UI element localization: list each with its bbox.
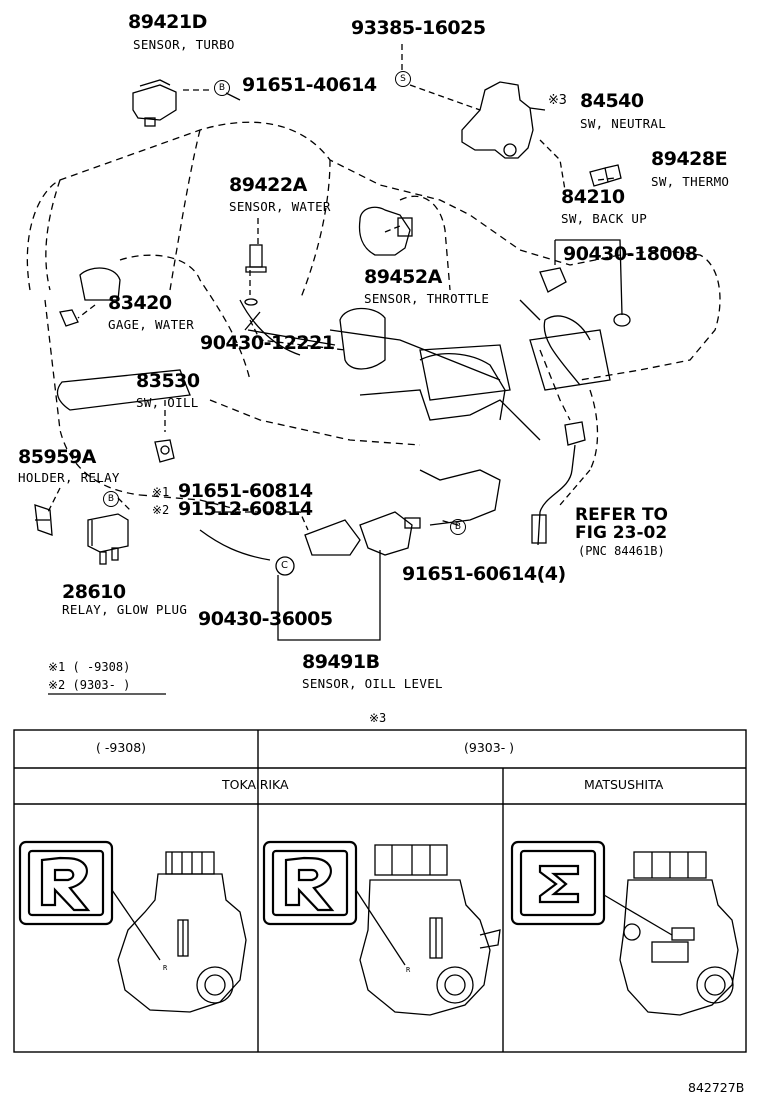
- engine-solid-lines: [56, 267, 611, 561]
- switch-drawing-2: R: [355, 844, 501, 1016]
- part-number-85959a[interactable]: 85959A: [18, 446, 96, 468]
- refer-line-3: (PNC 84461B): [578, 544, 665, 558]
- period-right: (9303- ): [464, 740, 515, 755]
- maker-matsushita: MATSUSHITA: [584, 777, 664, 792]
- table-frame: [13, 729, 747, 1053]
- part-name-neutral-switch: SW, NEUTRAL: [580, 116, 667, 131]
- note-mark-2: ※2: [152, 503, 170, 517]
- part-name-glow-relay: RELAY, GLOW PLUG: [62, 602, 188, 617]
- marker-s-icon: S: [395, 71, 411, 87]
- part-number-89491b[interactable]: 89491B: [302, 651, 380, 673]
- relay-holder-shape: [34, 504, 53, 536]
- part-number-91512-60814[interactable]: 91512-60814: [178, 498, 313, 520]
- table-mark: ※3: [369, 711, 387, 725]
- harness-shape: [531, 421, 586, 546]
- water-sensor-shape: [244, 244, 267, 306]
- part-number-89422a[interactable]: 89422A: [229, 174, 307, 196]
- footnote-1: ※1 ( -9308): [48, 660, 131, 674]
- part-name-throttle-sensor: SENSOR, THROTTLE: [364, 291, 490, 306]
- water-gage-shape: [59, 309, 79, 327]
- part-number-93385-16025[interactable]: 93385-16025: [351, 17, 486, 39]
- turbo-sensor-shape: [132, 79, 177, 127]
- throttle-sensor-shape: [358, 206, 413, 256]
- part-number-91651-40614[interactable]: 91651-40614: [242, 74, 377, 96]
- part-number-89421d[interactable]: 89421D: [128, 11, 207, 33]
- part-number-83530[interactable]: 83530: [136, 370, 200, 392]
- part-number-91651-60814[interactable]: 91651-60814: [178, 480, 313, 502]
- thermo-switch-shape: [589, 164, 622, 187]
- part-name-turbo-sensor: SENSOR, TURBO: [133, 37, 235, 52]
- part-number-28610[interactable]: 28610: [62, 581, 126, 603]
- footnote-2: ※2 (9303- ): [48, 678, 131, 692]
- neutral-switch-shape: [461, 81, 546, 159]
- marker-b-icon-3: B: [450, 519, 466, 535]
- part-number-89428e[interactable]: 89428E: [651, 148, 728, 170]
- switch-drawing-1: R: [111, 851, 247, 1013]
- part-number-89452a[interactable]: 89452A: [364, 266, 442, 288]
- part-number-84540[interactable]: 84540: [580, 90, 644, 112]
- note-mark-1: ※1: [152, 485, 170, 499]
- oil-level-sensor-shape: [304, 511, 421, 556]
- marker-c-letter: C: [281, 560, 288, 571]
- solid-leaders: [35, 92, 623, 641]
- period-left: ( -9308): [96, 740, 147, 755]
- part-name-oil-level-sensor: SENSOR, OILL LEVEL: [302, 676, 443, 691]
- oil-switch-shape: [154, 439, 175, 463]
- marker-b-icon: B: [214, 80, 230, 96]
- marker-b-icon-2: B: [103, 491, 119, 507]
- backup-switch-shape: [539, 267, 631, 327]
- washer-c-shape: [275, 556, 295, 576]
- note-mark-3: ※3: [548, 93, 567, 108]
- part-number-90430-18008[interactable]: 90430-18008: [563, 243, 698, 265]
- tokairika-logo-1: [18, 840, 114, 926]
- part-name-oil-switch: SW, OILL: [136, 395, 199, 410]
- switch-drawing-3: [603, 851, 739, 1016]
- part-name-relay-holder: HOLDER, RELAY: [18, 470, 120, 485]
- part-name-thermo-switch: SW, THERMO: [651, 174, 730, 189]
- part-name-water-gage: GAGE, WATER: [108, 317, 195, 332]
- part-number-91651-60614[interactable]: 91651-60614(4): [402, 563, 566, 585]
- part-number-90430-12221[interactable]: 90430-12221: [200, 332, 335, 354]
- figure-id: 842727B: [688, 1080, 745, 1095]
- part-number-83420[interactable]: 83420: [108, 292, 172, 314]
- matsushita-logo: [510, 840, 606, 926]
- part-name-water-sensor: SENSOR, WATER: [229, 199, 331, 214]
- svg-text:R: R: [163, 964, 168, 972]
- glow-relay-shape: [87, 513, 129, 565]
- svg-text:R: R: [406, 966, 411, 974]
- tokairika-logo-2: [262, 840, 358, 926]
- refer-line-2[interactable]: FIG 23-02: [575, 523, 668, 543]
- part-number-84210[interactable]: 84210: [561, 186, 625, 208]
- part-number-90430-36005[interactable]: 90430-36005: [198, 608, 333, 630]
- maker-tokairika: TOKAIRIKA: [222, 777, 289, 792]
- leader-lines: [47, 44, 616, 531]
- refer-line-1: REFER TO: [575, 505, 668, 525]
- engine-outline: [26, 121, 721, 511]
- part-name-backup-switch: SW, BACK UP: [561, 211, 648, 226]
